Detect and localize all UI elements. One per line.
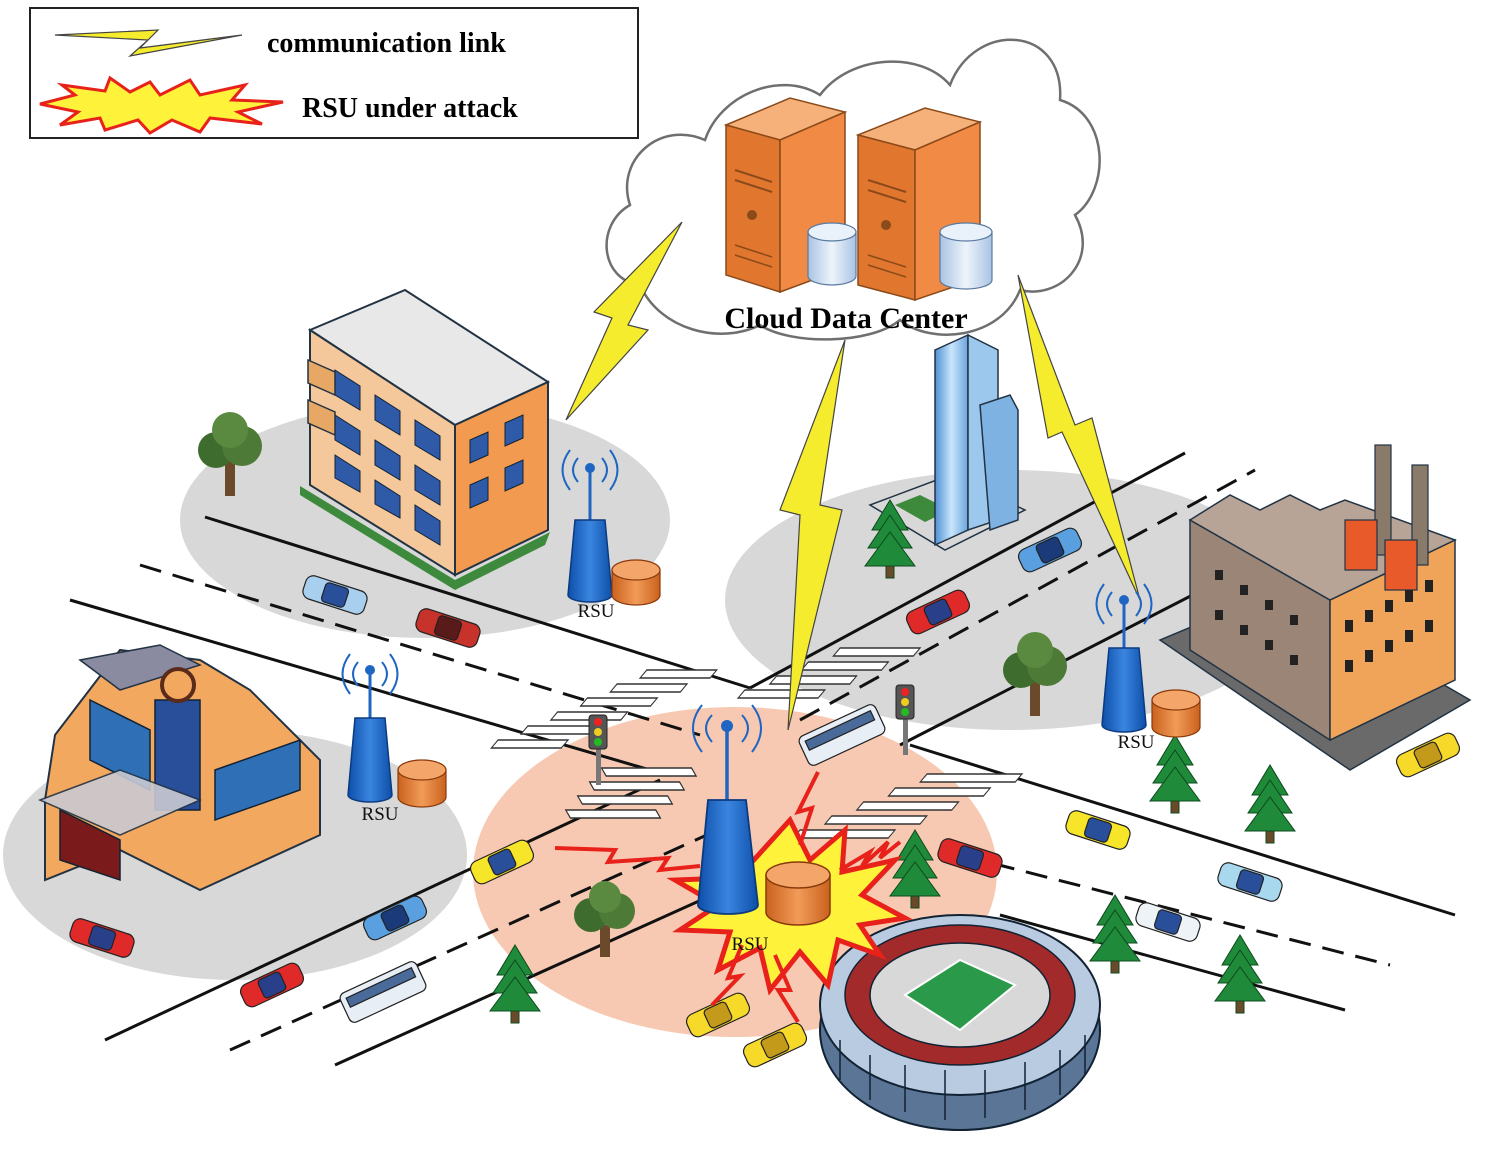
legend-link-icon [54, 29, 243, 57]
attack-zigzags [554, 771, 902, 1024]
server-1 [723, 97, 857, 294]
communication-links [565, 221, 1141, 731]
server-2 [855, 107, 993, 302]
rsu-label: RSU [1118, 732, 1155, 753]
skyscraper [868, 333, 1027, 551]
factory [1158, 444, 1472, 771]
crosswalks [490, 647, 1024, 839]
tree-broadleaf [1003, 632, 1067, 716]
trees [198, 412, 1296, 1024]
stadium [819, 914, 1101, 1131]
rsu-top-left: RSU [561, 449, 661, 622]
link-top-left [565, 221, 683, 421]
car-white [1135, 902, 1201, 942]
car-blue [1017, 527, 1083, 573]
apartment-building [300, 288, 551, 590]
legend-communication-link: communication link [267, 28, 506, 59]
rsu-right: RSU [1095, 583, 1201, 753]
car-light-blue [1217, 862, 1283, 902]
car-red [905, 589, 971, 635]
rsu-left: RSU [341, 653, 447, 825]
car-red [415, 608, 481, 648]
tree-broadleaf [198, 412, 262, 496]
car-red [69, 918, 135, 958]
shop-building [38, 644, 321, 892]
rsu-attacked: RSU [692, 704, 831, 955]
taxi-yellow [1395, 732, 1461, 778]
tree-broadleaf [574, 881, 635, 957]
car-red [239, 962, 305, 1008]
car-red [937, 838, 1003, 878]
bus-white [798, 704, 886, 766]
car-yellow [469, 839, 535, 885]
legend: communication link RSU under attack [29, 7, 639, 139]
cloud-label: Cloud Data Center [724, 302, 967, 335]
link-center [779, 339, 846, 731]
rsu-label: RSU [732, 934, 769, 955]
car-blue [362, 895, 428, 941]
legend-burst-icon [39, 75, 284, 135]
rsu-label: RSU [362, 804, 399, 825]
rsu-units: RSU RSU RSU [341, 449, 1201, 955]
bus-white [339, 961, 427, 1023]
traffic-lights [588, 684, 915, 785]
car-yellow [1065, 810, 1131, 850]
taxi-yellow [742, 1022, 808, 1068]
vehicles [69, 527, 1461, 1068]
rsu-label: RSU [578, 601, 615, 622]
cloud-data-center: Cloud Data Center [605, 38, 1101, 341]
legend-rsu-under-attack: RSU under attack [302, 93, 518, 124]
car-light-blue [302, 575, 368, 615]
